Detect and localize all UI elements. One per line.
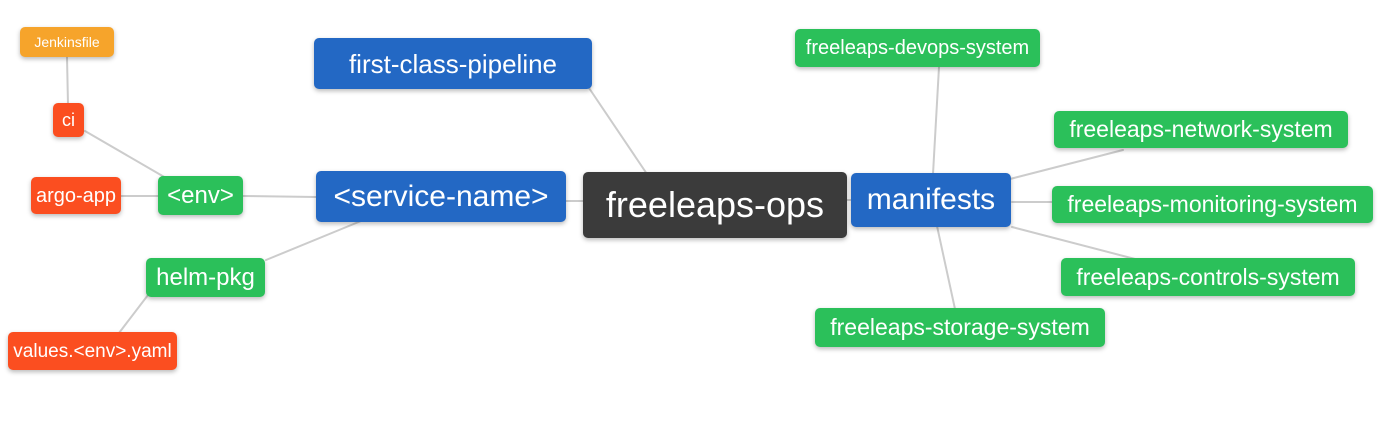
edge-manifests-network xyxy=(1009,149,1124,180)
node-controls-system[interactable]: freeleaps-controls-system xyxy=(1061,258,1355,296)
node-values-env-yaml[interactable]: values.<env>.yaml xyxy=(8,332,177,370)
node-helm-pkg[interactable]: helm-pkg xyxy=(146,258,265,297)
node-service-name[interactable]: <service-name> xyxy=(316,171,566,222)
node-storage-system[interactable]: freeleaps-storage-system xyxy=(815,308,1105,347)
edge-pipeline-root xyxy=(588,87,650,178)
node-env[interactable]: <env> xyxy=(158,176,243,215)
node-jenkinsfile[interactable]: Jenkinsfile xyxy=(20,27,114,57)
node-freeleaps-ops-root[interactable]: freeleaps-ops xyxy=(583,172,847,238)
node-devops-system[interactable]: freeleaps-devops-system xyxy=(795,29,1040,67)
edge-helm-pkg-values xyxy=(118,294,149,334)
node-ci[interactable]: ci xyxy=(53,103,84,137)
edge-manifests-storage xyxy=(936,225,956,310)
node-manifests[interactable]: manifests xyxy=(851,173,1011,227)
edge-manifests-controls xyxy=(1011,226,1136,260)
node-first-class-pipeline[interactable]: first-class-pipeline xyxy=(314,38,592,89)
edge-ci-env xyxy=(84,130,167,179)
node-argo-app[interactable]: argo-app xyxy=(31,177,121,214)
edge-env-service-name xyxy=(242,195,317,198)
node-network-system[interactable]: freeleaps-network-system xyxy=(1054,111,1348,148)
node-monitoring-system[interactable]: freeleaps-monitoring-system xyxy=(1052,186,1373,223)
edge-service-name-helm-pkg xyxy=(265,220,362,261)
edge-devops-manifests xyxy=(932,66,940,175)
edge-jenkinsfile-ci xyxy=(66,56,69,106)
